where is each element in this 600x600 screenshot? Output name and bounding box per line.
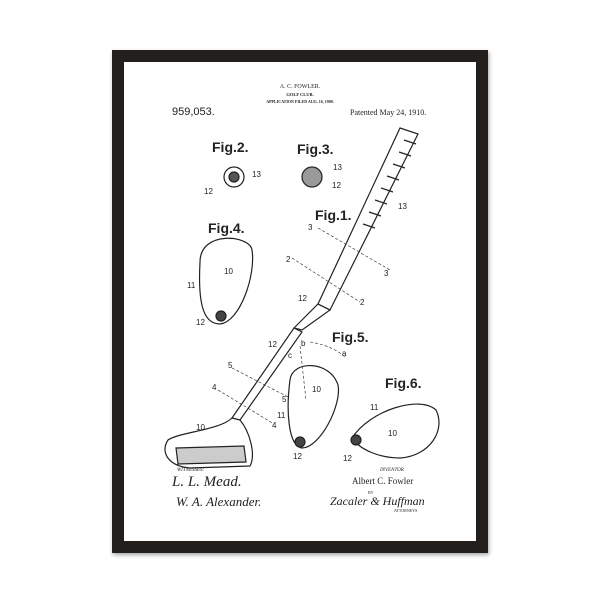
reference-number: 13 <box>398 202 407 211</box>
reference-number: 5 <box>282 395 287 404</box>
reference-number: 12 <box>343 454 352 463</box>
reference-number: 11 <box>370 403 379 412</box>
patent-title: GOLF CLUB. <box>286 92 314 97</box>
reference-number: 2 <box>286 255 291 264</box>
filed-date: APPLICATION FILED AUG. 16, 1909. <box>266 99 334 104</box>
reference-number: 10 <box>312 385 321 394</box>
reference-number: 4 <box>212 383 217 392</box>
reference-number: 13 <box>333 163 342 172</box>
reference-number: a <box>342 349 347 358</box>
reference-number: 12 <box>268 340 277 349</box>
reference-number: 12 <box>196 318 205 327</box>
by-label: BY <box>368 490 374 495</box>
fig2-ball <box>223 166 245 188</box>
reference-number: 5 <box>228 361 233 370</box>
figure-label: Fig.3. <box>297 141 334 157</box>
picture-frame <box>112 50 488 553</box>
figure-label: Fig.2. <box>212 139 249 155</box>
witness-signature-1: L. L. Mead. <box>172 474 242 490</box>
reference-number: 11 <box>187 281 196 290</box>
reference-number: c <box>288 351 292 360</box>
inventor-name-footer: Albert C. Fowler <box>352 476 414 486</box>
fig6-head <box>351 403 440 459</box>
reference-number: 12 <box>298 294 307 303</box>
attorney-signature: Zacaler & Huffman <box>330 494 425 508</box>
figure-label: Fig.1. <box>315 207 352 223</box>
fig4-head <box>198 237 254 325</box>
inventor-name: A. C. FOWLER. <box>279 84 321 90</box>
fig5-head <box>287 365 340 449</box>
patent-date: Patented May 24, 1910. <box>350 108 427 117</box>
inventor-label: INVENTOR <box>380 468 404 473</box>
reference-number: 10 <box>196 423 205 432</box>
attorneys-label: ATTORNEYS <box>394 508 418 513</box>
reference-number: 2 <box>360 298 365 307</box>
reference-number: 13 <box>252 170 261 179</box>
fig3-ball <box>301 166 323 188</box>
witnesses-label: WITNESSES: <box>177 468 205 473</box>
reference-number: 10 <box>224 267 233 276</box>
figure-label: Fig.4. <box>208 220 245 236</box>
reference-number: 3 <box>384 269 389 278</box>
patent-number: 959,053. <box>172 106 215 118</box>
figure-label: Fig.6. <box>385 375 422 391</box>
reference-number: 4 <box>272 421 277 430</box>
reference-number: 12 <box>293 452 302 461</box>
reference-number: 11 <box>277 411 286 420</box>
reference-number: 10 <box>388 429 397 438</box>
reference-number: b <box>301 339 306 348</box>
witness-signature-2: W. A. Alexander. <box>176 494 262 509</box>
figure-label: Fig.5. <box>332 329 369 345</box>
reference-number: 12 <box>332 181 341 190</box>
reference-number: 12 <box>204 187 213 196</box>
reference-number: 3 <box>308 223 313 232</box>
